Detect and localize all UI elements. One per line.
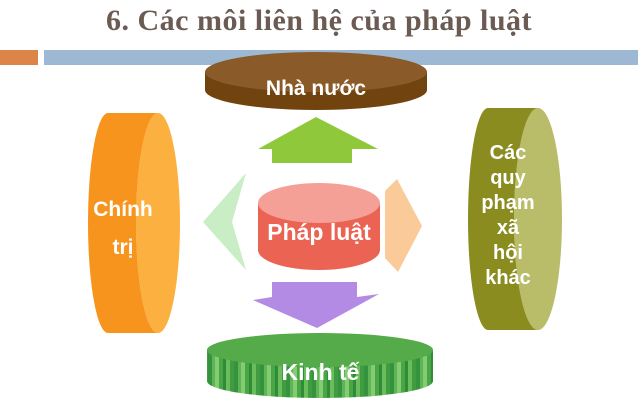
- center-cylinder: [258, 183, 380, 270]
- up-arrow-icon: [258, 117, 378, 163]
- right-cylinder: [468, 108, 562, 330]
- right-label-line6: khác: [485, 267, 531, 289]
- right-label-line5: hội: [493, 242, 523, 264]
- right-label-line3: phạm: [481, 192, 535, 214]
- slide-title: 6. Các môi liên hệ của pháp luật: [105, 4, 533, 37]
- left-cylinder-body: [88, 113, 158, 333]
- left-cylinder-cap: [136, 113, 180, 333]
- bottom-cylinder: [207, 333, 433, 398]
- left-label-line2: trị: [112, 236, 134, 259]
- left-cylinder-label: Chính trị: [78, 191, 168, 267]
- right-arrow-icon: [385, 179, 422, 272]
- top-cylinder-cap: [205, 52, 427, 92]
- left-label-line1: Chính: [93, 198, 153, 221]
- top-cylinder: [205, 52, 427, 110]
- bottom-cylinder-label: Kinh tế: [281, 359, 360, 385]
- right-cylinder-cap: [514, 108, 562, 330]
- right-label-line4: xã: [496, 217, 520, 239]
- left-arrow-icon: [203, 173, 246, 270]
- left-cylinder: [88, 113, 180, 333]
- right-cylinder-label: Các quy phạm xã hội khác: [464, 141, 552, 291]
- top-cylinder-label: Nhà nước: [265, 77, 367, 100]
- right-label-line2: quy: [490, 167, 526, 189]
- right-label-line1: Các: [489, 142, 527, 164]
- center-cylinder-label: Pháp luật: [267, 219, 371, 245]
- center-cylinder-cap: [258, 183, 380, 223]
- divider-accent-block: [0, 50, 38, 65]
- down-arrow-icon: [253, 282, 379, 328]
- bottom-cylinder-cap: [207, 333, 433, 367]
- right-cylinder-body: [468, 108, 538, 330]
